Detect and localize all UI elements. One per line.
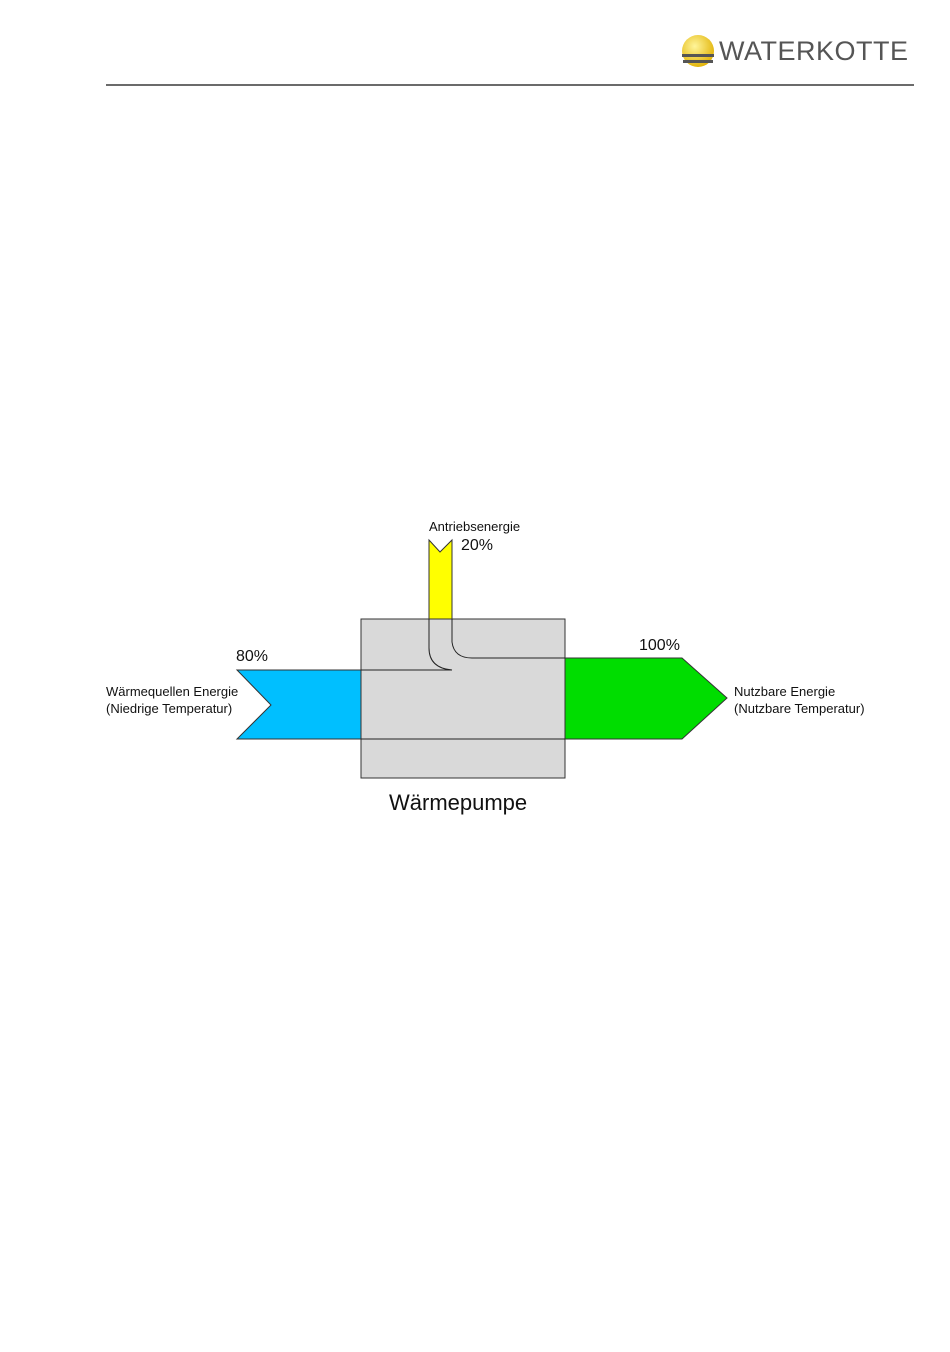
output-energy-label: Nutzbare Energie (Nutzbare Temperatur)	[734, 683, 865, 717]
source-energy-label: Wärmequellen Energie (Niedrige Temperatu…	[106, 683, 238, 717]
source-energy-arrow	[235, 669, 362, 740]
output-label-line1: Nutzbare Energie	[734, 684, 836, 699]
sun-logo-icon	[682, 35, 714, 67]
drive-energy-percent: 20%	[461, 537, 494, 554]
output-energy-percent: 100%	[639, 637, 680, 654]
waterkotte-logo: WATERKOTTE	[681, 34, 909, 68]
source-energy-percent: 80%	[236, 648, 269, 665]
drive-energy-arrow	[428, 538, 453, 620]
output-label-line2: (Nutzbare Temperatur)	[734, 701, 865, 716]
diagram-title: Wärmepumpe	[389, 790, 528, 815]
flow-line-left	[361, 619, 453, 671]
brand-name: WATERKOTTE	[719, 35, 909, 66]
output-energy-arrow	[564, 657, 728, 740]
header-divider	[106, 84, 914, 86]
flow-line-right	[451, 619, 565, 659]
source-label-line2: (Niedrige Temperatur)	[106, 701, 233, 716]
heat-pump-box	[360, 618, 566, 779]
source-label-line1: Wärmequellen Energie	[106, 684, 239, 699]
drive-energy-label: Antriebsenergie	[429, 519, 521, 534]
